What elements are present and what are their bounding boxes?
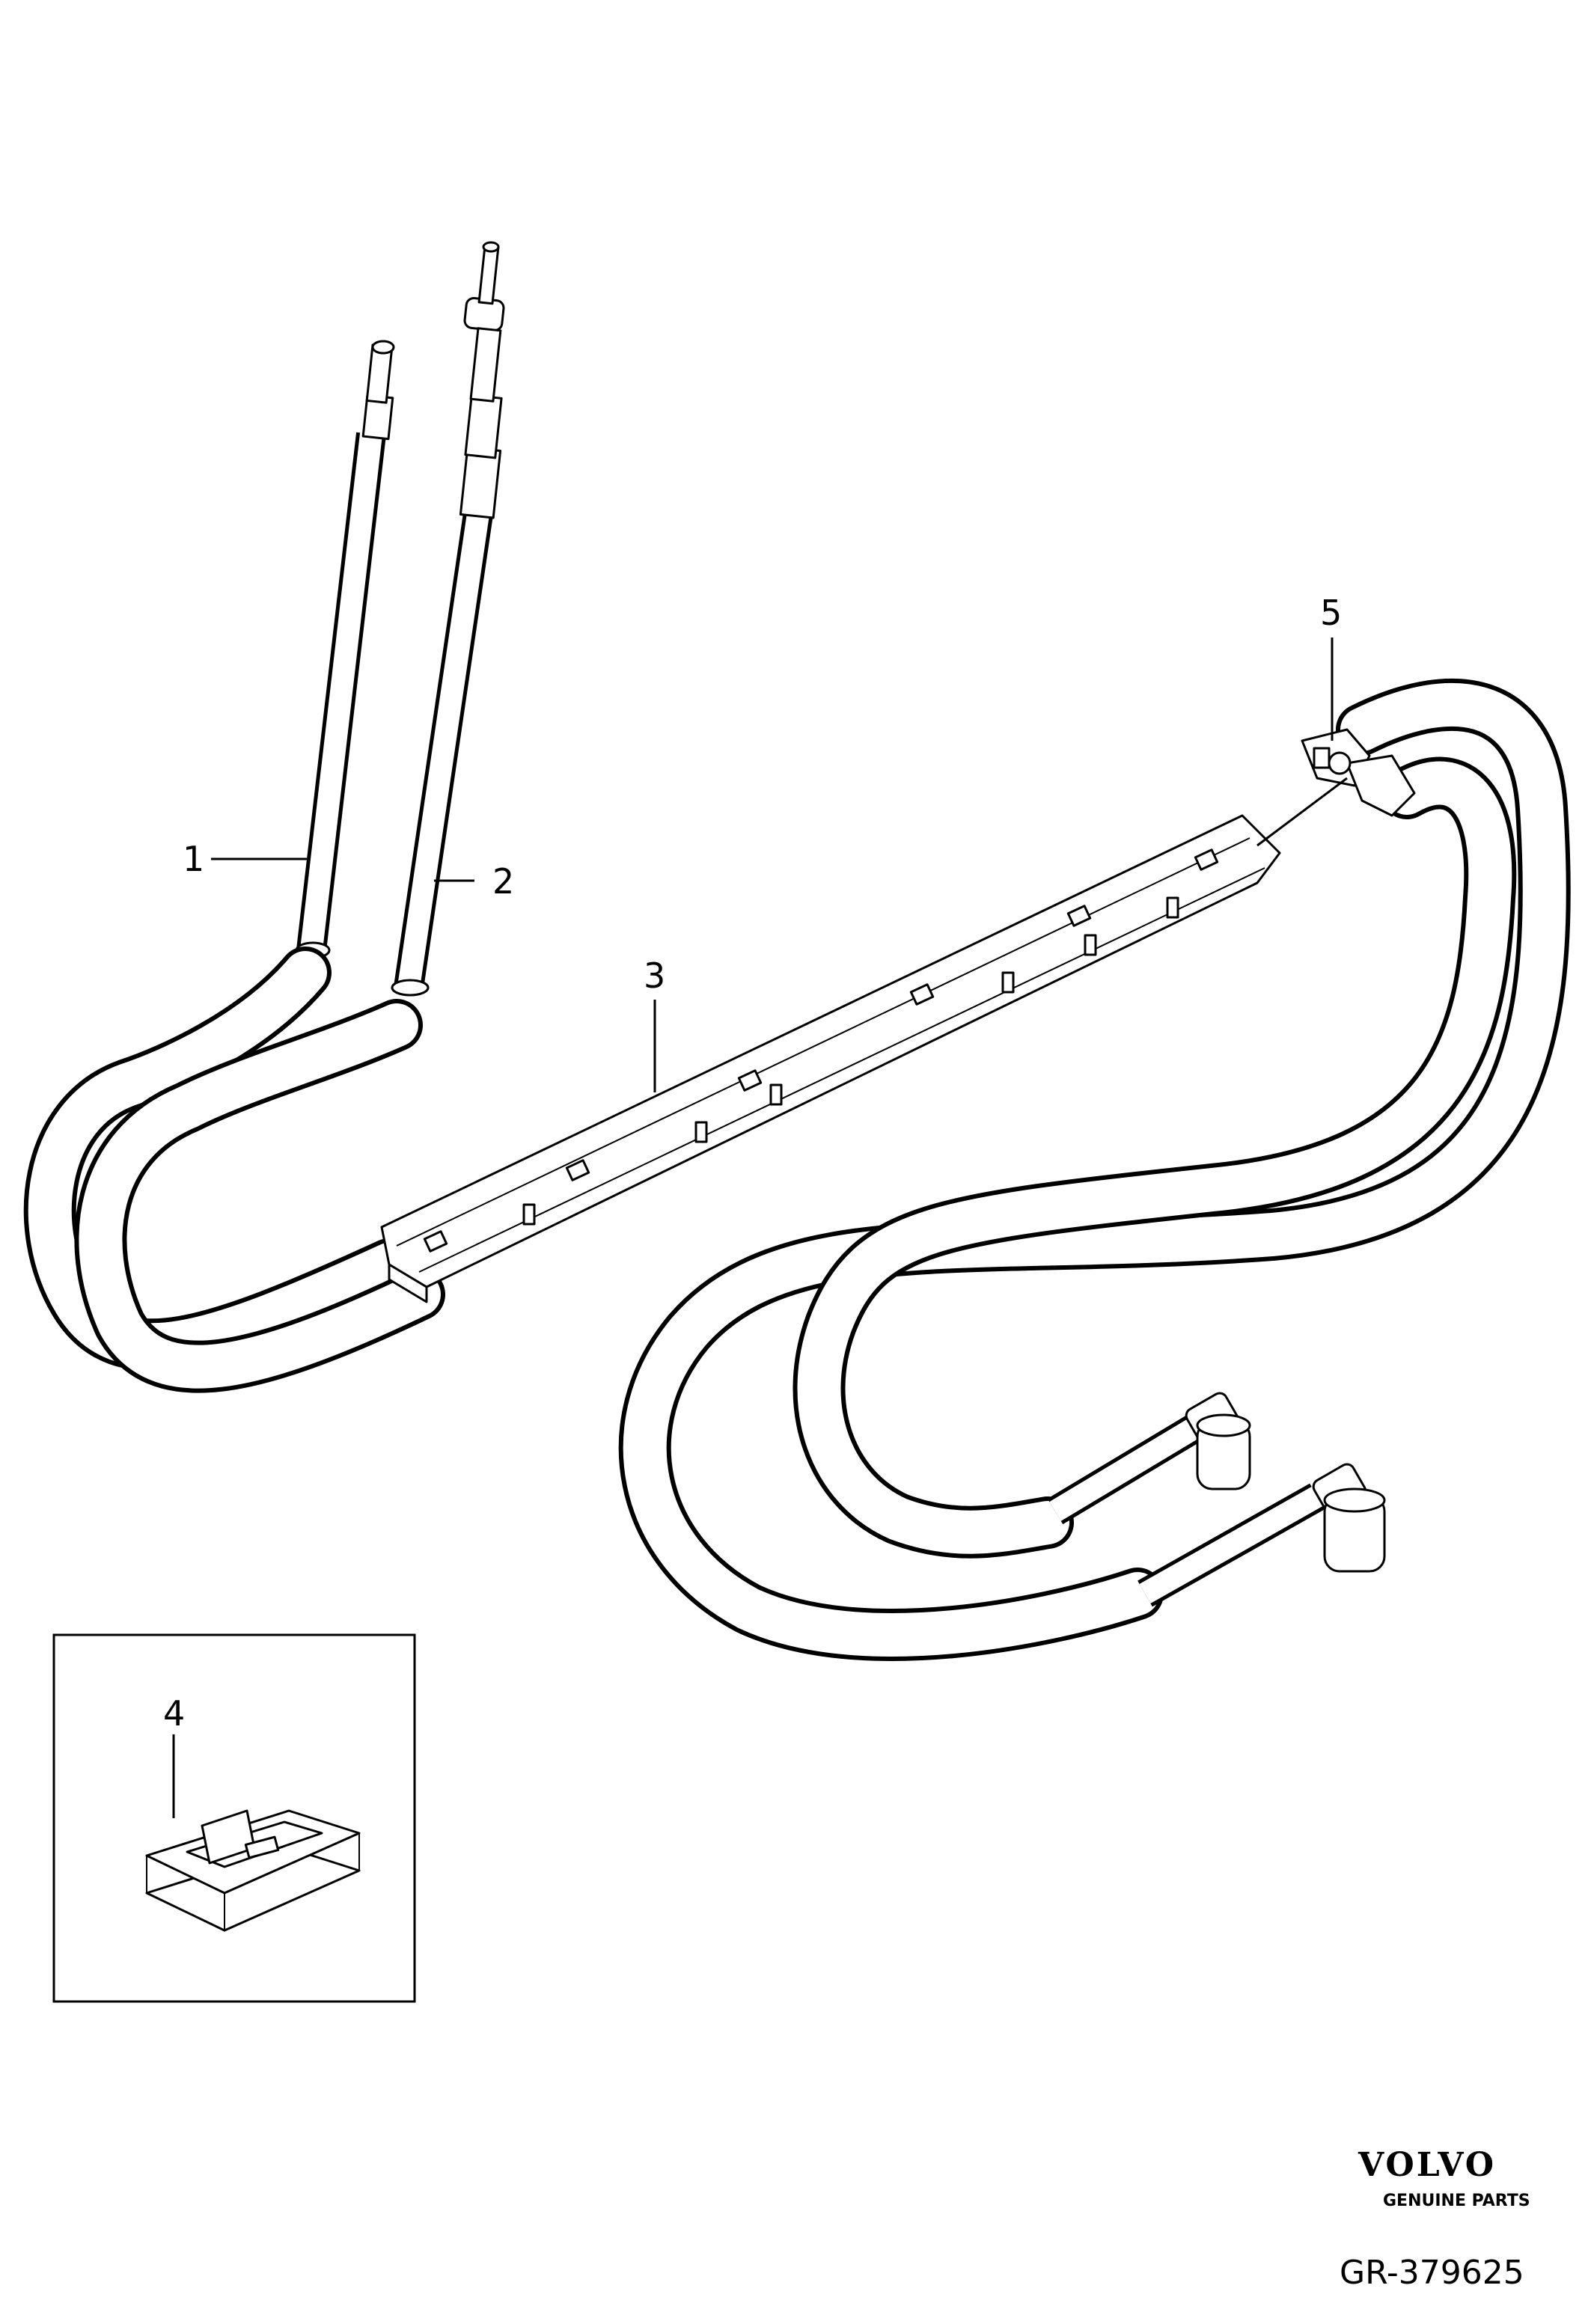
clip-part-4[interactable] [145, 1809, 361, 1932]
rail-clips [423, 848, 1219, 1253]
elbow-fitting-upper[interactable] [1047, 1390, 1251, 1525]
hose-loop-right [618, 678, 1571, 1661]
callout-4: 4 [163, 1693, 185, 1818]
svg-text:1: 1 [183, 839, 204, 879]
rail-part-3[interactable] [380, 814, 1281, 1303]
svg-text:GENUINE PARTS: GENUINE PARTS [1383, 2192, 1530, 2210]
volvo-logo: VOLVO GENUINE PARTS [1358, 2146, 1530, 2210]
callout-2: 2 [434, 861, 514, 902]
callout-3: 3 [644, 955, 665, 1092]
reference-number: GR-379625 [1340, 2254, 1524, 2292]
elbow-fitting-lower[interactable] [1137, 1461, 1386, 1607]
callout-1: 1 [183, 839, 307, 879]
connector-part-5[interactable] [1301, 728, 1416, 817]
inset-box [52, 1633, 416, 2003]
svg-text:2: 2 [492, 861, 514, 902]
svg-text:VOLVO: VOLVO [1358, 2146, 1496, 2184]
tube-part-1[interactable] [295, 340, 395, 959]
tube-part-2[interactable] [391, 241, 505, 997]
callout-5: 5 [1256, 593, 1348, 847]
svg-text:5: 5 [1320, 593, 1342, 633]
svg-text:4: 4 [163, 1693, 185, 1734]
hose-loop-left [23, 947, 445, 1393]
svg-text:3: 3 [644, 955, 665, 996]
